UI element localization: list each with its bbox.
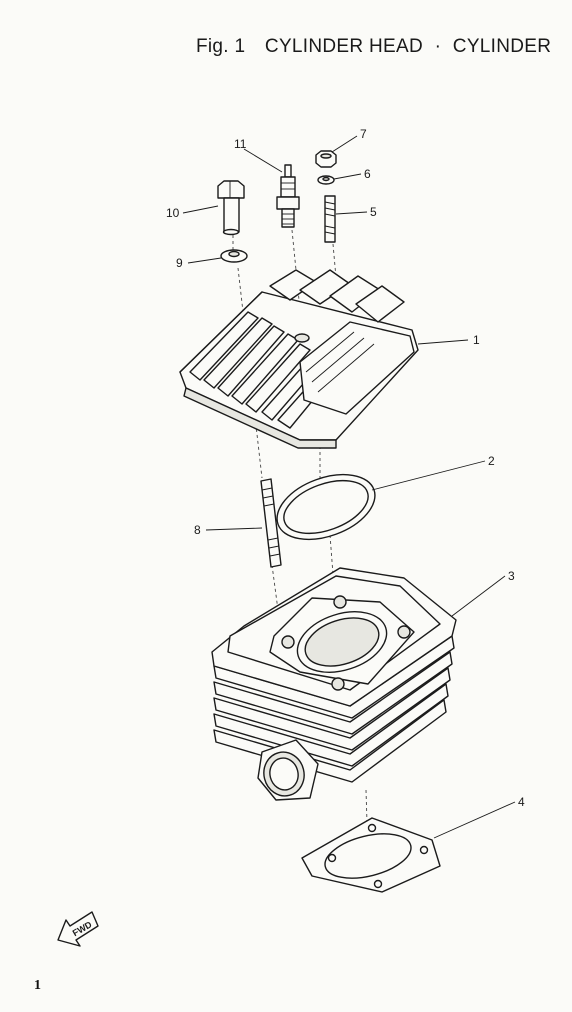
figure-title-separator: · — [434, 36, 442, 57]
figure-title: Fig. 1 CYLINDER HEAD · CYLINDER — [196, 36, 551, 58]
callout-11: 11 — [234, 137, 247, 151]
callout-5: 5 — [370, 205, 377, 219]
callout-7: 7 — [360, 127, 367, 141]
page-number: 1 — [34, 978, 41, 993]
cylinder-stud-long — [260, 478, 282, 568]
cylinder-base-gasket — [301, 817, 441, 893]
figure-title-cylinder: CYLINDER — [452, 36, 552, 57]
cylinder-block — [211, 567, 457, 801]
callout-10: 10 — [166, 206, 180, 220]
callout-9: 9 — [176, 256, 183, 270]
head-gasket — [276, 473, 376, 541]
figure-title-head: CYLINDER HEAD — [264, 36, 423, 57]
spark-plug — [276, 164, 300, 228]
callout-labels: 1 2 3 4 5 6 7 8 9 10 11 — [166, 127, 525, 809]
callout-6: 6 — [364, 167, 371, 181]
head-nut — [315, 150, 337, 168]
cylinder-head — [179, 269, 419, 449]
figure-number: Fig. 1 — [196, 36, 246, 57]
forward-direction-arrow: FWD — [57, 911, 99, 947]
cylinder-head-bolt — [217, 180, 245, 236]
callout-8: 8 — [194, 523, 201, 537]
cylinder-stud-short — [324, 195, 336, 243]
plain-washer — [317, 175, 335, 185]
callout-1: 1 — [473, 333, 480, 347]
callout-3: 3 — [508, 569, 515, 583]
callout-2: 2 — [488, 454, 495, 468]
bolt-washer — [220, 249, 248, 263]
leader-lines — [182, 135, 516, 839]
callout-4: 4 — [518, 795, 525, 809]
